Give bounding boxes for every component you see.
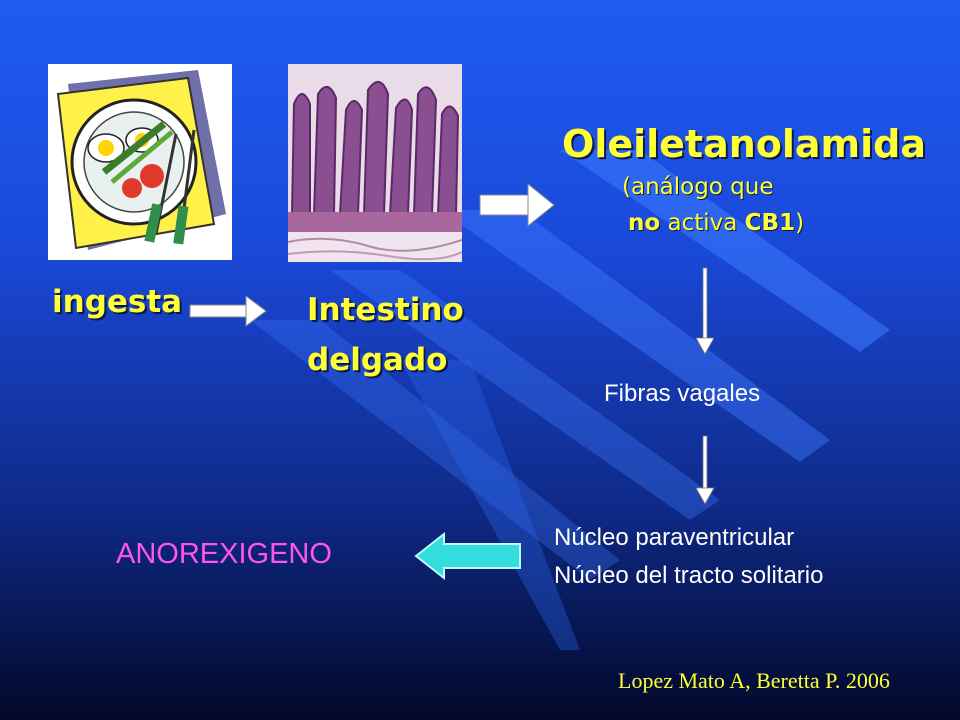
nucleo-tracto-solitario-label: Núcleo del tracto solitario — [554, 562, 824, 589]
delgado-label: delgado — [307, 342, 448, 378]
analogo-activa: activa — [660, 210, 745, 236]
arrow-ingesta-to-intestino — [189, 295, 267, 327]
food-plate-image — [48, 64, 232, 260]
analogo-line-1: (análogo que — [622, 174, 774, 200]
arrow-down-to-fibras — [695, 267, 715, 355]
fibras-vagales-label: Fibras vagales — [604, 380, 761, 407]
food-plate-icon — [48, 64, 232, 260]
citation: Lopez Mato A, Beretta P. 2006 — [618, 668, 890, 693]
analogo-close: ) — [795, 210, 805, 236]
anorexigeno-label: ANOREXIGENO — [116, 538, 332, 570]
intestine-tissue-image — [288, 64, 462, 262]
nucleo-paraventricular-label: Núcleo paraventricular — [554, 524, 795, 551]
analogo-no: no — [628, 210, 661, 236]
arrow-intestino-to-oleiletanolamida — [479, 182, 555, 228]
oleiletanolamida-title: Oleiletanolamida — [562, 122, 927, 166]
analogo-line-2: no activa CB1) — [628, 210, 804, 236]
ingesta-label: ingesta — [52, 284, 183, 320]
arrow-down-to-nucleo — [695, 435, 715, 505]
analogo-cb1: CB1 — [744, 210, 796, 236]
intestine-tissue-image-icon — [288, 64, 462, 262]
intestino-label: Intestino — [307, 292, 464, 328]
arrow-left-to-anorexigeno — [414, 532, 521, 580]
